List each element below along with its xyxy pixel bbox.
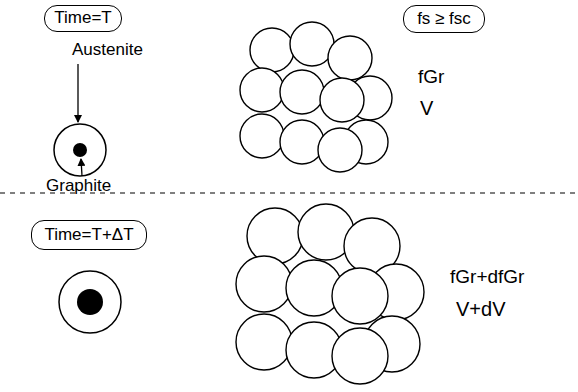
- graphite-nodule: [77, 289, 103, 315]
- grain-cluster: [240, 22, 392, 172]
- text-label: Graphite: [46, 176, 111, 196]
- austenite-shell: [59, 271, 121, 333]
- time-box: Time=T: [44, 5, 122, 32]
- text-label: fGr+dfGr: [450, 266, 524, 288]
- text-label: fGr: [418, 66, 444, 88]
- grain-cluster: [236, 204, 424, 384]
- box-label: Time=T: [54, 8, 111, 28]
- text-label: Austenite: [72, 40, 143, 60]
- leader-line: [81, 159, 82, 176]
- box-label: fs ≥ fsc: [417, 9, 471, 29]
- austenite-shell: [54, 124, 106, 176]
- time-box: fs ≥ fsc: [403, 5, 485, 33]
- time-box: Time=T+ΔT: [31, 220, 147, 250]
- graphite-nodule: [73, 143, 87, 157]
- box-label: Time=T+ΔT: [44, 225, 133, 245]
- leader-line: [77, 64, 78, 122]
- text-label: V: [420, 97, 433, 120]
- text-label: V+dV: [456, 298, 505, 321]
